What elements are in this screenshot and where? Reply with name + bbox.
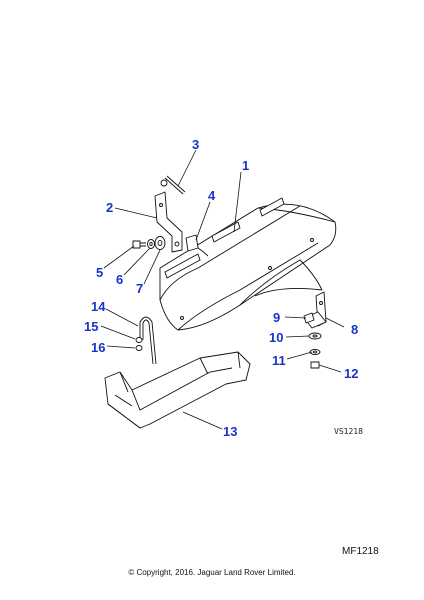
figure-id: MF1218 bbox=[342, 546, 379, 557]
callout-8: 8 bbox=[351, 322, 358, 337]
bracket-part-2 bbox=[154, 191, 183, 253]
callout-3: 3 bbox=[192, 137, 199, 152]
lower-shield-part-13 bbox=[104, 351, 251, 429]
nut-part-9 bbox=[303, 312, 315, 324]
callout-13: 13 bbox=[223, 424, 237, 439]
u-bolt-part-14 bbox=[139, 316, 157, 365]
callout-1: 1 bbox=[242, 158, 249, 173]
callout-14: 14 bbox=[91, 299, 106, 314]
spacer-part-7 bbox=[154, 236, 166, 250]
copyright-notice: © Copyright, 2016. Jaguar Land Rover Lim… bbox=[128, 568, 296, 577]
drawing-reference: VS1218 bbox=[334, 427, 363, 436]
callout-5: 5 bbox=[96, 265, 103, 280]
callout-15: 15 bbox=[84, 319, 98, 334]
callout-16: 16 bbox=[91, 340, 105, 355]
callout-4: 4 bbox=[208, 188, 216, 203]
clip-nut-part-4 bbox=[185, 234, 209, 257]
washer-part-10 bbox=[308, 332, 322, 340]
callout-9: 9 bbox=[273, 310, 280, 325]
bolt-part-5 bbox=[132, 240, 146, 249]
callout-12: 12 bbox=[344, 366, 358, 381]
leader-lines bbox=[100, 149, 345, 430]
washer-part-11 bbox=[309, 349, 321, 355]
washer-part-15 bbox=[135, 337, 143, 343]
callout-2: 2 bbox=[106, 200, 113, 215]
callout-11: 11 bbox=[272, 353, 286, 368]
heat-shield-part-1 bbox=[159, 197, 337, 331]
rivet-part-3 bbox=[160, 175, 186, 195]
washer-part-6 bbox=[147, 239, 155, 249]
bolt-part-12 bbox=[310, 361, 320, 369]
callout-7: 7 bbox=[136, 281, 143, 296]
nut-part-16 bbox=[135, 345, 143, 351]
callout-10: 10 bbox=[269, 330, 283, 345]
callout-6: 6 bbox=[116, 272, 123, 287]
